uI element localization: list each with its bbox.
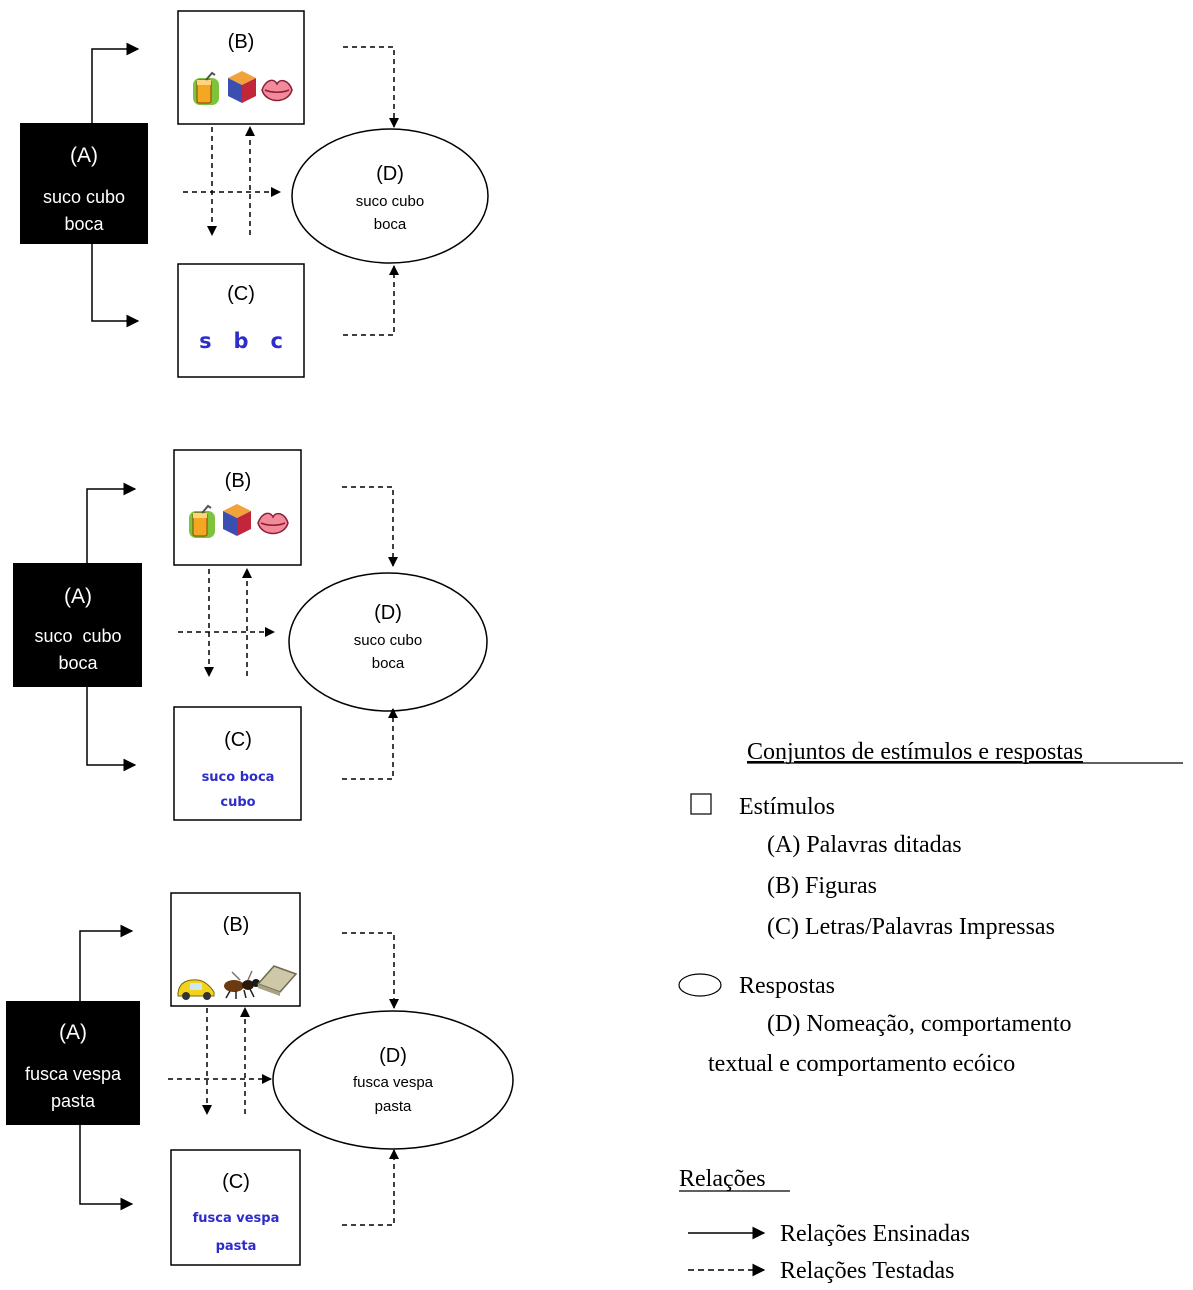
taught-arrow-a-to-c xyxy=(91,244,140,328)
ellipse-d-label: (D) xyxy=(376,163,404,185)
taught-arrow-a-to-b xyxy=(86,482,137,563)
taught-arrow-a-to-c xyxy=(79,1125,134,1211)
taught-arrow-a-to-b xyxy=(79,924,134,1001)
mouth-icon xyxy=(257,512,289,535)
tested-arrow-c-to-d xyxy=(342,1149,399,1226)
box-a-dictated-words xyxy=(6,1001,140,1125)
box-c-words-line-2: cubo xyxy=(220,795,255,810)
box-c-printed xyxy=(173,706,302,821)
box-a-label: (A) xyxy=(64,585,92,608)
box-b-label: (B) xyxy=(225,470,252,492)
legend-responses-line-2: textual e comportamento ecóico xyxy=(708,1051,1015,1077)
legend-stimuli-item-a: (A) Palavras ditadas xyxy=(767,832,962,858)
box-a-words-line-2: boca xyxy=(64,214,104,234)
box-a-words-line-1: fusca vespa xyxy=(25,1064,122,1084)
box-a-dictated-words xyxy=(13,563,142,687)
box-a-label: (A) xyxy=(70,144,98,167)
tested-arrow-b-to-d xyxy=(342,932,399,1009)
tested-arrow-b-to-d xyxy=(343,46,399,128)
ellipse-d-words-line-2: pasta xyxy=(375,1098,412,1115)
stimulus-square-symbol xyxy=(690,793,712,815)
box-c-label: (C) xyxy=(227,283,255,305)
legend-relations-title: Relações xyxy=(679,1166,766,1192)
box-a-words-line-2: boca xyxy=(58,653,98,673)
box-a-label: (A) xyxy=(59,1021,87,1044)
box-a-words-line-1: suco cubo xyxy=(34,626,121,646)
panel-1: (A) suco cubo boca (B) (C) s b c (D) suc… xyxy=(20,10,489,378)
response-ellipse-symbol xyxy=(678,973,722,997)
ellipse-d-label: (D) xyxy=(374,602,402,624)
box-a-words-line-2: pasta xyxy=(51,1091,96,1111)
legend-stimuli-item-c: (C) Letras/Palavras Impressas xyxy=(767,914,1055,940)
panel-3: (A) fusca vespa pasta (B) (C) fusca vesp… xyxy=(6,892,514,1266)
box-c-label: (C) xyxy=(222,1171,250,1193)
box-a-dictated-words xyxy=(20,123,148,244)
tested-arrow-b-to-d xyxy=(342,486,398,567)
box-c-printed xyxy=(177,263,305,378)
box-b-label: (B) xyxy=(223,914,250,936)
ellipse-d-words-line-2: boca xyxy=(374,216,407,233)
box-c-label: (C) xyxy=(224,729,252,751)
ellipse-d-words-line-1: suco cubo xyxy=(354,632,422,649)
legend-taught-label: Relações Ensinadas xyxy=(780,1221,970,1247)
ellipse-d-responses xyxy=(291,128,489,264)
legend-tested-label: Relações Testadas xyxy=(780,1258,954,1284)
legend-responses-line-1: (D) Nomeação, comportamento xyxy=(767,1011,1072,1037)
mouth-icon xyxy=(261,79,293,102)
legend: Conjuntos de estímulos e respostas Estím… xyxy=(678,739,1183,1284)
panel-2: (A) suco cubo boca (B) (C) suco boca cub… xyxy=(13,449,488,821)
box-a-words-line-1: suco cubo xyxy=(43,187,125,207)
legend-sets-title: Conjuntos de estímulos e respostas xyxy=(747,739,1083,765)
legend-responses-label: Respostas xyxy=(739,973,835,999)
box-c-words-line-1: suco boca xyxy=(202,770,275,785)
box-b-label: (B) xyxy=(228,31,255,53)
taught-arrow-a-to-c xyxy=(86,687,137,772)
ellipse-d-words-line-2: boca xyxy=(372,655,405,672)
box-b-pictures xyxy=(177,10,305,125)
box-c-words-line-2: pasta xyxy=(216,1239,257,1254)
ellipse-d-words-line-1: suco cubo xyxy=(356,193,424,210)
ellipse-d-words-line-1: fusca vespa xyxy=(353,1074,434,1091)
taught-arrow-a-to-b xyxy=(91,42,140,123)
legend-stimuli-label: Estímulos xyxy=(739,794,835,820)
ellipse-d-label: (D) xyxy=(379,1045,407,1067)
box-c-letters: s b c xyxy=(199,329,283,353)
tested-arrow-c-to-d xyxy=(342,708,398,780)
tested-arrow-c-to-d xyxy=(343,265,399,336)
legend-stimuli-item-b: (B) Figuras xyxy=(767,873,877,899)
box-c-printed xyxy=(170,1149,301,1266)
box-c-words-line-1: fusca vespa xyxy=(193,1211,280,1226)
